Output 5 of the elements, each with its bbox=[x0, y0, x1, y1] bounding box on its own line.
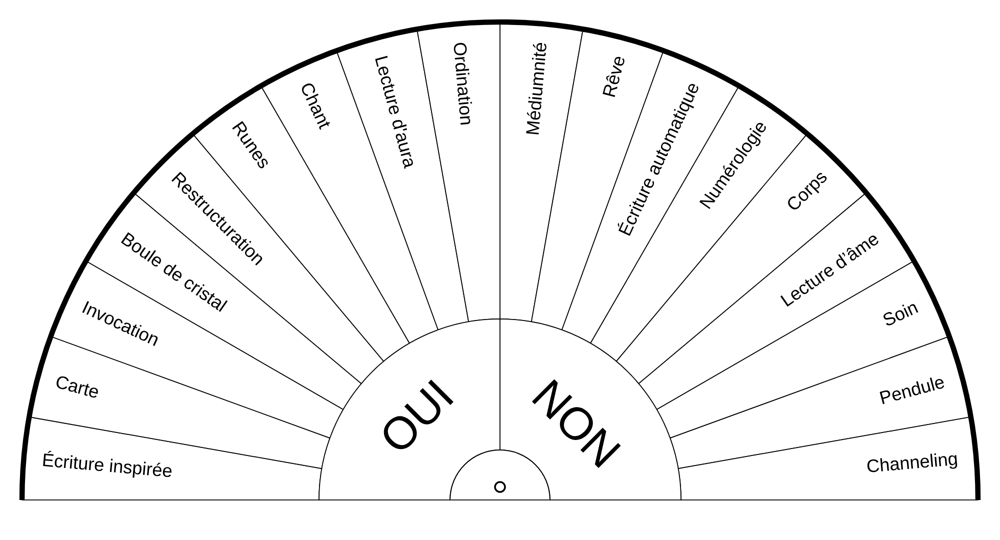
chart-sector: Médiumnité bbox=[500, 22, 584, 322]
chart-sector: Ordination bbox=[416, 22, 500, 322]
chart-sector: Channeling bbox=[678, 416, 978, 500]
answer-sector: OUI bbox=[318, 318, 500, 500]
chart-sector: Écriture inspirée bbox=[22, 416, 322, 500]
